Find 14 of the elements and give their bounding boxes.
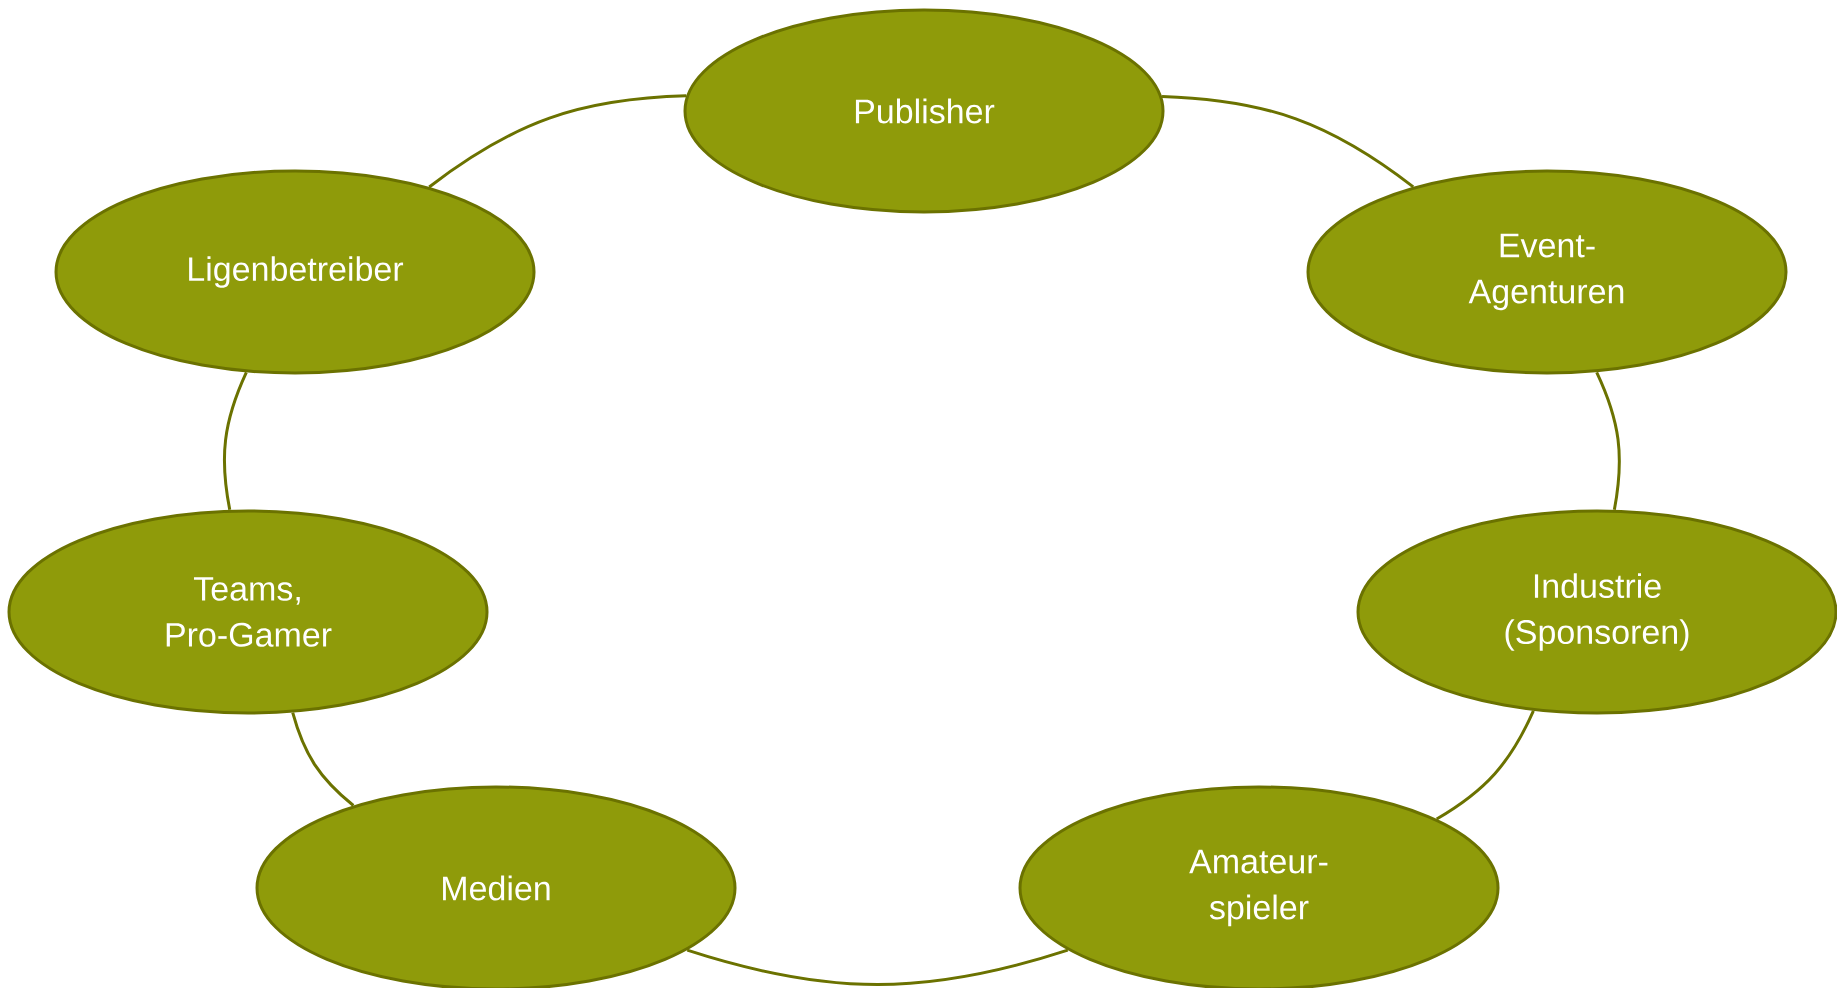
connector-line bbox=[291, 712, 355, 807]
connector-line bbox=[428, 94, 687, 189]
connector-line bbox=[1435, 710, 1535, 821]
ellipse-node: Amateur-spieler bbox=[1018, 785, 1500, 988]
ellipse-node: Teams, Pro-Gamer bbox=[7, 509, 489, 715]
ellipse-node: Publisher bbox=[683, 8, 1165, 214]
connector-line bbox=[686, 948, 1069, 986]
connector-line bbox=[222, 371, 248, 511]
ellipse-node: Ligenbetreiber bbox=[54, 169, 536, 375]
ellipse-node: Event-Agenturen bbox=[1306, 169, 1788, 375]
connector-line bbox=[1595, 371, 1621, 510]
ellipse-node: Industrie (Sponsoren) bbox=[1356, 509, 1837, 715]
ellipse-node: Medien bbox=[255, 785, 737, 988]
connector-line bbox=[1161, 94, 1415, 189]
